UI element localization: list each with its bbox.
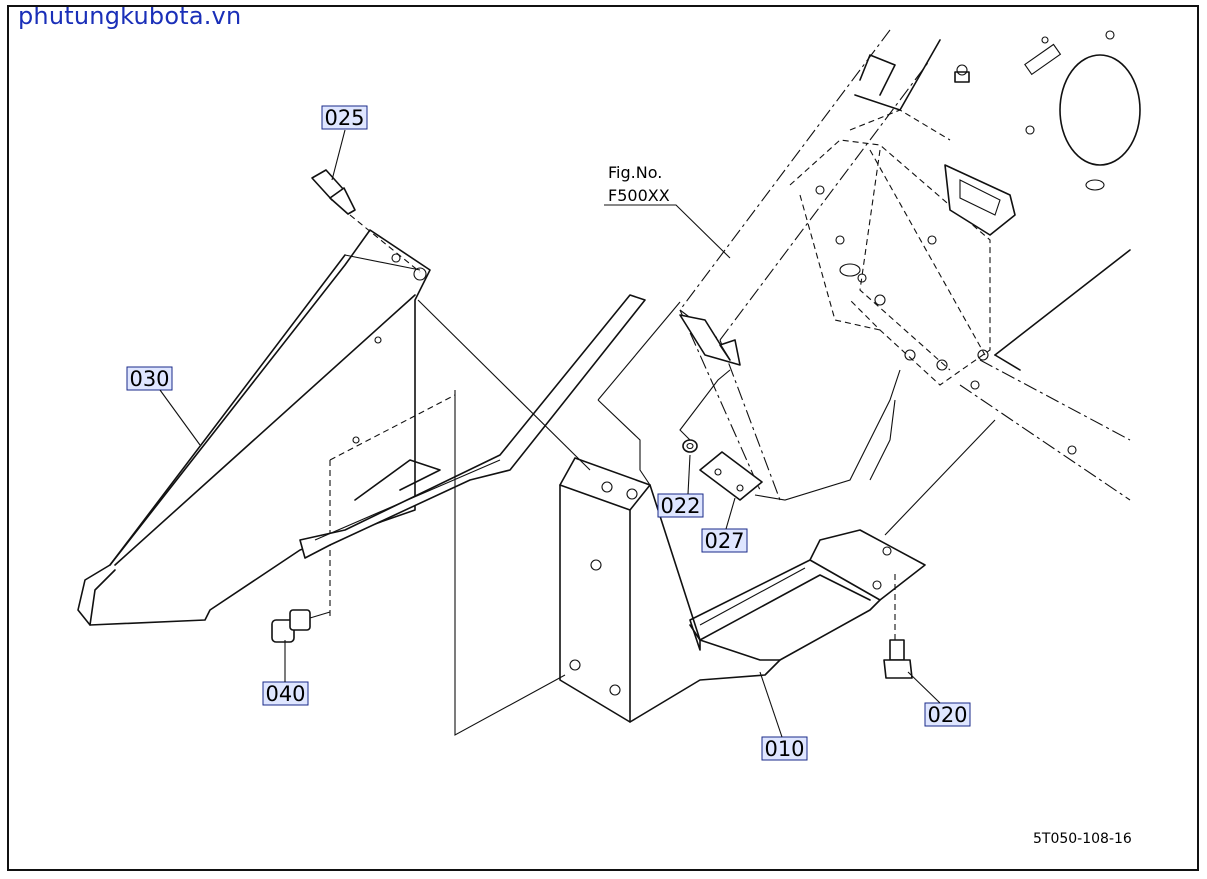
lever-rod-drawing — [299, 294, 646, 559]
diagram-code: 5T050-108-16 — [1033, 831, 1132, 847]
part-040-bolt-drawing — [271, 609, 331, 643]
diagram-frame — [7, 5, 1199, 871]
figure-ref-line2: F500XX — [608, 186, 670, 205]
chassis-frame-drawing — [679, 29, 1141, 501]
svg-text:025: 025 — [324, 106, 364, 130]
callout-022[interactable]: 022 — [657, 454, 704, 518]
svg-text:010: 010 — [764, 737, 804, 761]
callout-027[interactable]: 027 — [701, 497, 748, 553]
figure-ref-line1: Fig.No. — [608, 163, 662, 182]
part-027-plate-drawing — [699, 451, 763, 501]
callout-030[interactable]: 030 — [126, 366, 201, 446]
part-020-bolt-drawing — [883, 570, 913, 679]
part-025-bolt-drawing — [311, 169, 421, 273]
callout-020[interactable]: 020 — [907, 671, 971, 727]
svg-text:022: 022 — [660, 494, 700, 518]
svg-text:020: 020 — [927, 703, 967, 727]
svg-text:027: 027 — [704, 529, 744, 553]
callout-010[interactable]: 010 — [759, 671, 808, 761]
figure-reference: Fig.No. F500XX — [604, 163, 731, 259]
part-030-guard-drawing — [77, 229, 456, 626]
part-010-bracket-drawing — [559, 301, 926, 723]
callout-025[interactable]: 025 — [321, 105, 368, 181]
part-022-washer-drawing — [679, 369, 731, 453]
svg-text:030: 030 — [129, 367, 169, 391]
callout-040[interactable]: 040 — [262, 640, 309, 706]
figure-ref-leader — [604, 204, 731, 259]
svg-text:040: 040 — [265, 682, 305, 706]
